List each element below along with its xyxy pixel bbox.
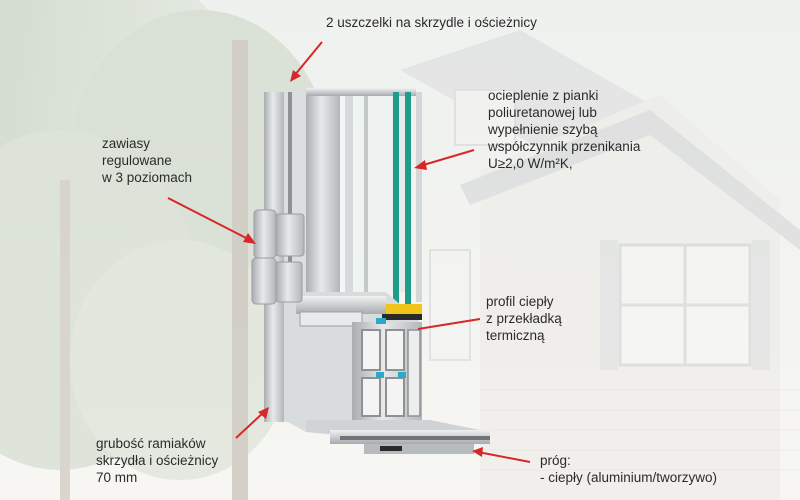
arrow-sill [477, 451, 531, 463]
insulation-callout-line: U≥2,0 W/m²K, [488, 156, 573, 171]
sill-callout-line: - ciepły (aluminium/tworzywo) [540, 470, 718, 485]
insulation-callout-line: wypełnienie szybą [488, 122, 598, 137]
window-profile-cutaway [251, 88, 490, 454]
frame-thickness-callout-line: grubość ramiaków [96, 436, 206, 451]
hinges-callout: zawiasy regulowane w 3 poziomach [102, 135, 192, 186]
insulation-callout-line: poliuretanowej lub [488, 105, 597, 120]
hinges-callout-line: w 3 poziomach [102, 170, 193, 185]
background-house [400, 30, 800, 500]
hinges-callout-line: regulowane [102, 153, 172, 168]
arrow-profile [417, 318, 481, 330]
glass-pane-2 [405, 92, 411, 314]
arrow-insulation [419, 149, 475, 167]
seals-callout-line: 2 uszczelki na skrzydle i ościeżnicy [326, 15, 537, 30]
hinge [251, 209, 305, 305]
profile-callout-line: z przekładką [486, 311, 562, 326]
profile-callout-line: termiczną [486, 328, 545, 343]
sill-callout: próg: - ciepły (aluminium/tworzywo) [540, 452, 717, 486]
frame-thickness-callout-line: skrzydła i ościeżnicy [96, 453, 219, 468]
sash-jamb [306, 92, 340, 292]
insulation-callout: ocieplenie z pianki poliuretanowej lub w… [488, 87, 640, 172]
insulation-callout-line: ocieplenie z pianki [488, 88, 599, 103]
hinges-callout-line: zawiasy [102, 136, 151, 151]
seals-callout: 2 uszczelki na skrzydle i ościeżnicy [326, 14, 537, 31]
profile-callout-line: profil ciepły [486, 294, 554, 309]
sill-callout-line: próg: [540, 453, 571, 468]
arrow-hinges [167, 197, 251, 241]
glass-pane-1 [393, 92, 399, 314]
frame-thickness-callout: grubość ramiaków skrzydła i ościeżnicy 7… [96, 435, 218, 486]
glass-spacer [386, 304, 422, 314]
thermal-break [376, 372, 384, 378]
arrow-seals [293, 41, 323, 77]
insulation-callout-line: współczynnik przenikania [488, 139, 641, 154]
profile-callout: profil ciepły z przekładką termiczną [486, 293, 562, 344]
frame-thickness-callout-line: 70 mm [96, 470, 138, 485]
callout-arrows [167, 41, 531, 463]
arrow-frame-thickness [235, 411, 265, 439]
